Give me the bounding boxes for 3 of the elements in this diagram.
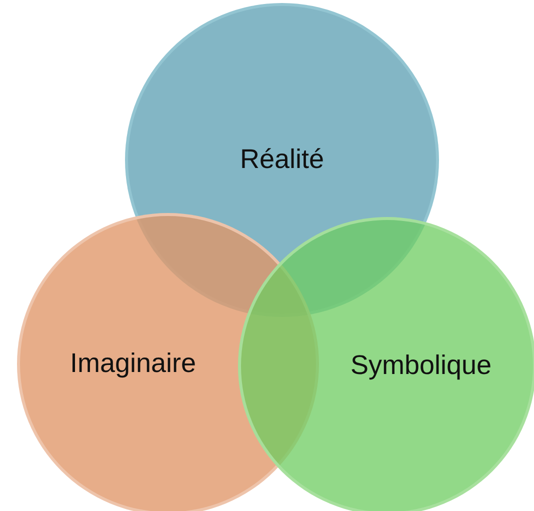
circle-label: Réalité <box>240 145 324 175</box>
circle-label: Symbolique <box>350 351 492 381</box>
circle-label: Imaginaire <box>70 349 196 379</box>
